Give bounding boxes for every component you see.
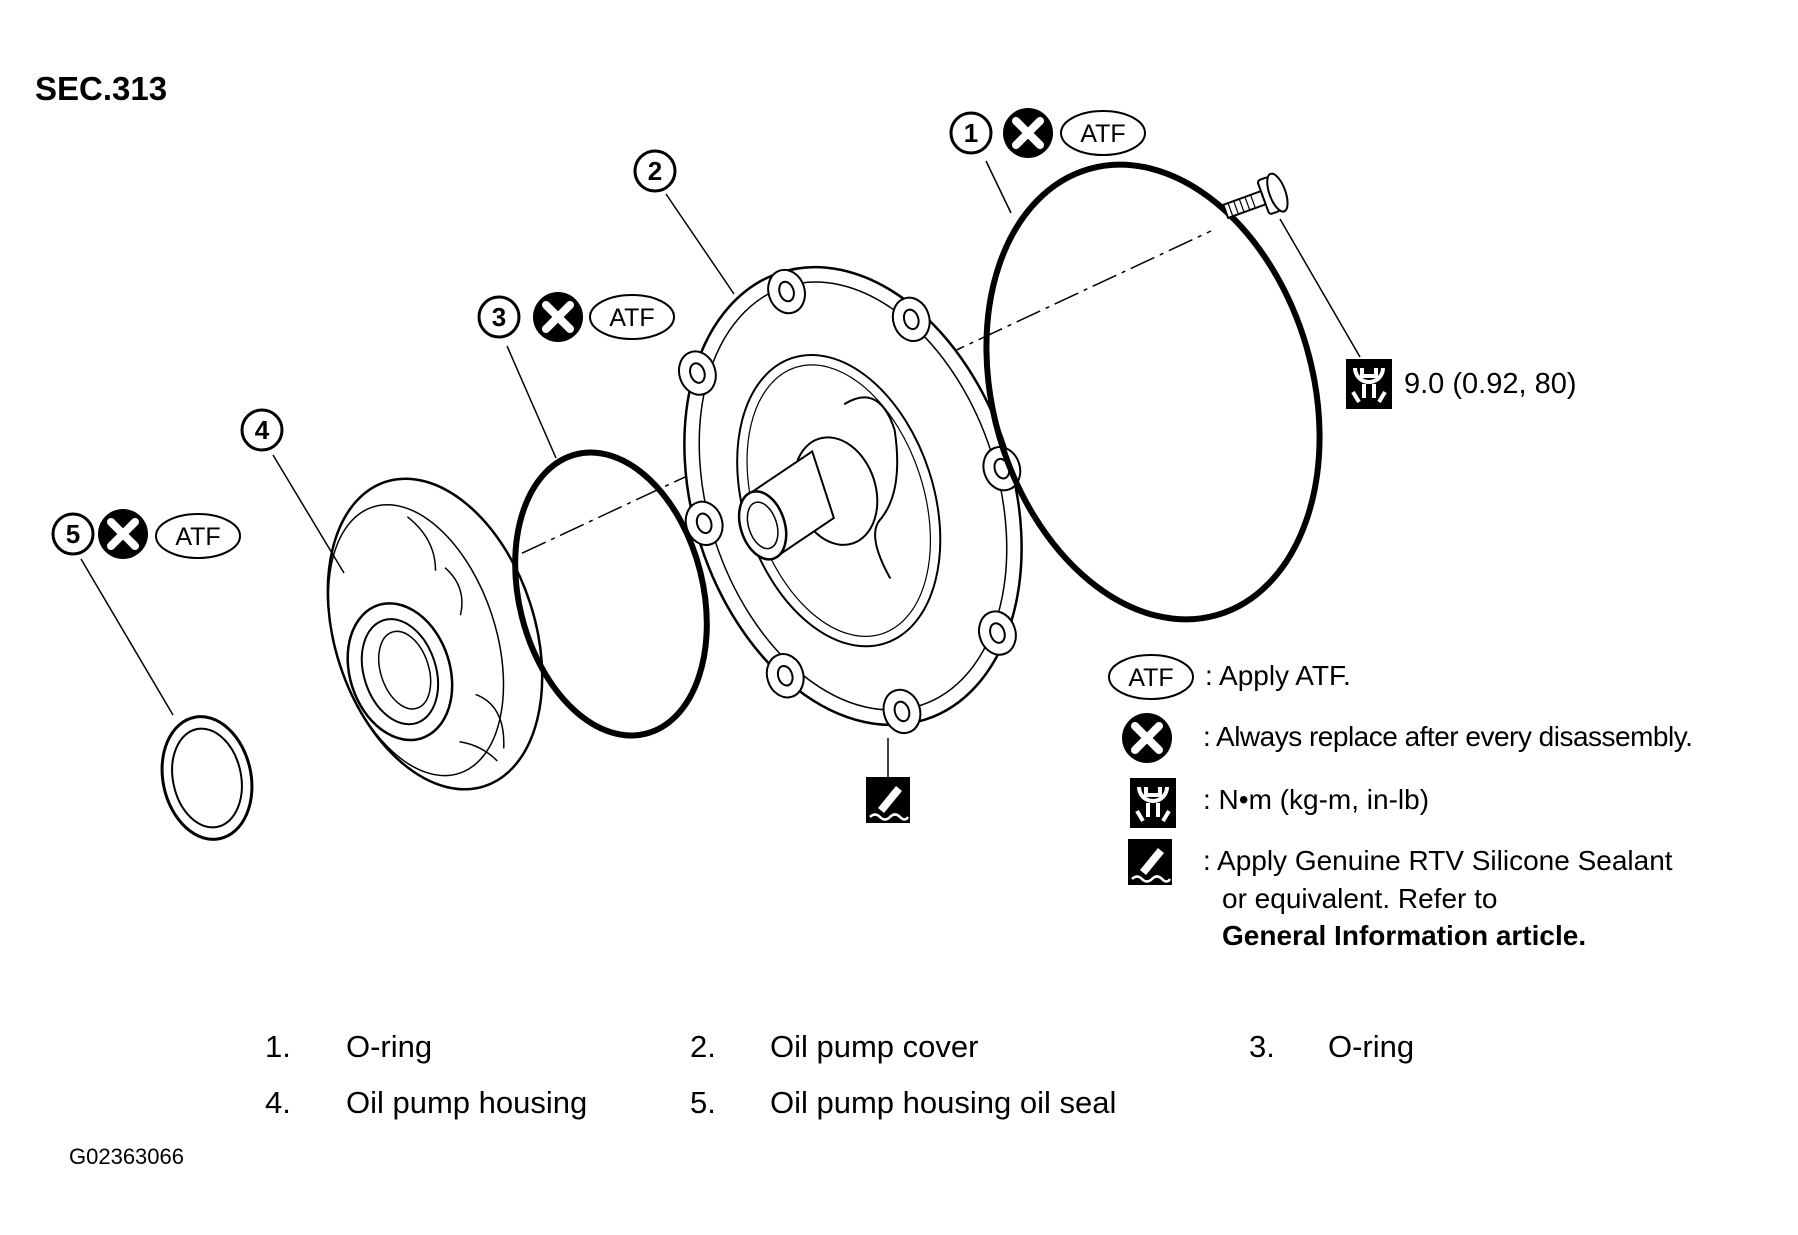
part-number: 5. bbox=[690, 1085, 716, 1120]
replace-icon bbox=[98, 509, 148, 559]
svg-text:ATF: ATF bbox=[609, 304, 654, 332]
o-ring-part-1 bbox=[983, 161, 1323, 623]
callout-1: 1 bbox=[949, 111, 993, 155]
o-ring-part-3 bbox=[512, 449, 710, 739]
callout-3: 3 bbox=[477, 295, 521, 339]
atf-badge: ATF bbox=[155, 513, 241, 559]
part-number: 4. bbox=[265, 1085, 291, 1120]
torque-wrench-icon bbox=[1344, 357, 1394, 411]
atf-badge: ATF bbox=[589, 294, 675, 340]
svg-text:ATF: ATF bbox=[175, 523, 220, 551]
legend-sealant-icon bbox=[1126, 837, 1174, 887]
svg-text:4: 4 bbox=[255, 415, 270, 445]
callout-5: 5 bbox=[51, 512, 95, 556]
replace-icon bbox=[1003, 108, 1053, 158]
figure-code: G02363066 bbox=[69, 1144, 184, 1169]
callout-2: 2 bbox=[633, 149, 677, 193]
legend-sealant-text-2: or equivalent. Refer to bbox=[1222, 883, 1498, 914]
svg-text:2: 2 bbox=[648, 156, 662, 186]
legend-atf-badge: ATF bbox=[1108, 654, 1194, 700]
section-label: SEC.313 bbox=[35, 70, 168, 107]
leader-lines bbox=[80, 160, 1361, 778]
part-name: O-ring bbox=[346, 1029, 433, 1064]
part-name: Oil pump housing oil seal bbox=[770, 1085, 1117, 1120]
part-name: Oil pump cover bbox=[770, 1029, 979, 1064]
sealant-icon bbox=[864, 775, 912, 825]
replace-icon bbox=[533, 292, 583, 342]
svg-text:5: 5 bbox=[66, 519, 80, 549]
legend-torque-text: : N•m (kg-m, in-lb) bbox=[1203, 784, 1430, 815]
part-number: 2. bbox=[690, 1029, 716, 1064]
part-name: Oil pump housing bbox=[346, 1085, 588, 1120]
callout-4: 4 bbox=[240, 408, 284, 452]
legend-replace-text: : Always replace after every disassembly… bbox=[1203, 721, 1693, 752]
oil-seal-part-5 bbox=[160, 715, 254, 841]
atf-badge: ATF bbox=[1060, 110, 1146, 156]
legend-replace-icon bbox=[1122, 713, 1172, 763]
legend-torque-wrench-icon bbox=[1128, 776, 1178, 830]
bolt bbox=[1222, 172, 1289, 220]
legend-sealant-text: : Apply Genuine RTV Silicone Sealant bbox=[1203, 845, 1673, 876]
part-number: 3. bbox=[1249, 1029, 1275, 1064]
svg-text:ATF: ATF bbox=[1128, 664, 1173, 692]
legend-atf-text: : Apply ATF. bbox=[1205, 660, 1351, 691]
bolt-torque-value: 9.0 (0.92, 80) bbox=[1404, 368, 1577, 400]
part-name: O-ring bbox=[1328, 1029, 1415, 1064]
oil-pump-cover-part-2 bbox=[677, 265, 1023, 735]
svg-text:1: 1 bbox=[964, 118, 978, 148]
general-information-reference: General Information article. bbox=[1222, 920, 1587, 951]
svg-text:3: 3 bbox=[492, 302, 506, 332]
part-number: 1. bbox=[265, 1029, 291, 1064]
oil-pump-housing-part-4 bbox=[326, 477, 544, 791]
svg-text:ATF: ATF bbox=[1080, 120, 1125, 148]
